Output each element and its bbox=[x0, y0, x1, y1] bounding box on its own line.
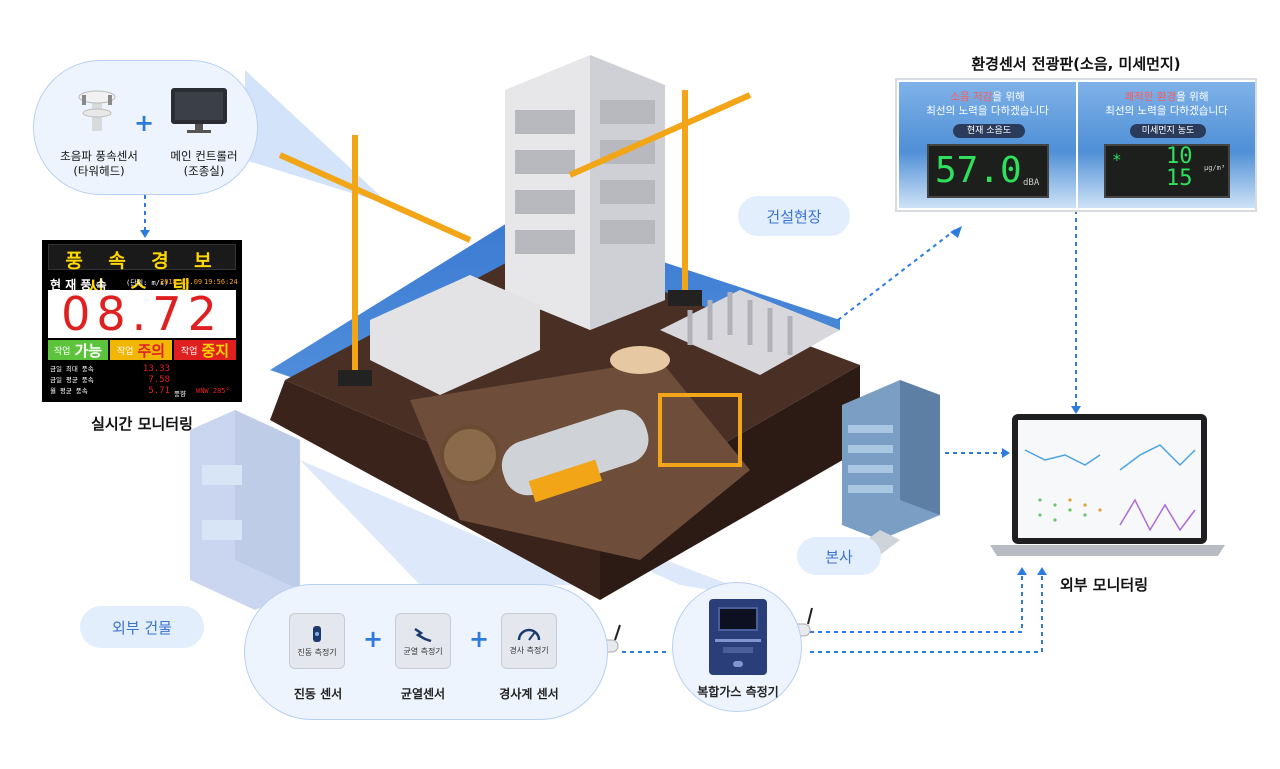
connector-lines bbox=[144, 195, 1077, 653]
crack-sensor-box: 균열 측정기 bbox=[395, 613, 451, 669]
hq-windows bbox=[848, 425, 893, 493]
sensors-bubble: 진동 측정기 + 균열 측정기 + 경사 측정기 진동 센서 균열센서 경사계 … bbox=[244, 584, 608, 720]
wind-speed-value: 08.72 bbox=[48, 290, 236, 338]
env-board: 소음 저감을 위해 최선의 노력을 다하겠습니다 현재 소음도 57.0 dBA… bbox=[895, 78, 1257, 212]
crack-sensor-caption: 균열센서 bbox=[400, 687, 446, 701]
slab-structure bbox=[370, 275, 540, 395]
monitor-icon bbox=[169, 86, 229, 136]
tilt-icon bbox=[517, 628, 541, 641]
vibration-sensor-box: 진동 측정기 bbox=[289, 613, 345, 669]
connector-arrowheads bbox=[140, 226, 1081, 575]
dust-panel: 쾌적한 환경을 위해 최선의 노력을 다하겠습니다 미세먼지 농도 * 10 1… bbox=[1078, 82, 1255, 208]
noise-line2: 최선의 노력을 다하겠습니다 bbox=[926, 105, 1049, 117]
plus-icon: + bbox=[469, 625, 490, 653]
dust-unit: μg/m³ bbox=[1204, 164, 1226, 172]
sensor-controller-bubble: + 초음파 풍속센서 (타워헤드) 메인 컨트롤러 (조종실) bbox=[33, 60, 258, 195]
dust-line1: 쾌적한 환경을 위해 bbox=[1124, 91, 1209, 103]
tilt-sensor-caption: 경사계 센서 bbox=[499, 687, 559, 701]
dust-led-display: * 10 15 μg/m³ bbox=[1104, 144, 1230, 198]
gas-meter-device bbox=[709, 599, 767, 675]
crane-right bbox=[568, 90, 752, 300]
gas-meter-caption: 복합가스 측정기 bbox=[697, 685, 779, 699]
tunnel-tube bbox=[501, 409, 649, 496]
noise-chip: 현재 소음도 bbox=[953, 124, 1025, 138]
headquarters-label: 본사 bbox=[797, 537, 881, 575]
crack-icon bbox=[414, 627, 432, 642]
wind-alarm-board: 풍 속 경 보 시 스 템 현 재 풍 속 (단위: m/s) 2018.03.… bbox=[42, 240, 242, 402]
dust-line2: 최선의 노력을 다하겠습니다 bbox=[1105, 105, 1228, 117]
tunnel-train bbox=[528, 459, 602, 503]
noise-unit: dBA bbox=[1023, 178, 1040, 188]
crane-left-base bbox=[338, 370, 372, 386]
noise-led-display: 57.0 dBA bbox=[927, 144, 1049, 198]
ground-wall-left bbox=[270, 380, 600, 600]
noise-panel: 소음 저감을 위해 최선의 노력을 다하겠습니다 현재 소음도 57.0 dBA bbox=[899, 82, 1076, 208]
tilt-sensor-box: 경사 측정기 bbox=[501, 613, 557, 669]
direction-value: WNW 285° bbox=[196, 387, 230, 395]
board-date: 2018.03.09 bbox=[160, 278, 203, 286]
building-windows bbox=[515, 100, 655, 254]
gas-meter-bubble: 복합가스 측정기 bbox=[672, 582, 802, 712]
realtime-monitoring-caption: 실시간 모니터링 bbox=[91, 415, 193, 433]
sand-pile bbox=[610, 346, 670, 374]
vibration-sensor-caption: 진동 센서 bbox=[293, 687, 343, 701]
plus-icon: + bbox=[134, 109, 155, 137]
board-time: 19:56:24 bbox=[204, 278, 238, 286]
laptop-illustration bbox=[990, 414, 1225, 556]
ultrasonic-sensor-label: 초음파 풍속센서 (타워헤드) bbox=[60, 149, 138, 178]
env-board-title: 환경센서 전광판(소음, 미세먼지) bbox=[971, 55, 1181, 73]
external-monitoring-caption: 외부 모니터링 bbox=[1059, 576, 1149, 594]
tunnel-boring-machine bbox=[440, 425, 500, 485]
dust-value-top: 10 bbox=[1166, 144, 1193, 169]
noise-value: 57.0 bbox=[935, 150, 1022, 191]
dust-chip: 미세먼지 농도 bbox=[1130, 124, 1206, 138]
direction-label: 풍향 bbox=[174, 390, 186, 398]
crane-right-base bbox=[668, 290, 702, 306]
piles bbox=[687, 292, 793, 355]
asterisk-icon: * bbox=[1112, 150, 1122, 169]
noise-line1: 소음 저감을 위해 bbox=[950, 91, 1025, 103]
vibration-icon bbox=[313, 625, 321, 642]
main-controller-label: 메인 컨트롤러 (조종실) bbox=[170, 149, 238, 178]
ultrasonic-wind-sensor-icon bbox=[72, 83, 122, 133]
gantry-crane bbox=[658, 393, 742, 467]
projection-cone-crane bbox=[245, 70, 390, 205]
dust-value-bottom: 15 bbox=[1166, 166, 1193, 191]
current-wind-label: 현 재 풍 속 bbox=[50, 278, 107, 292]
external-building-label: 외부 건물 bbox=[80, 606, 204, 648]
external-building bbox=[190, 410, 300, 610]
plus-icon: + bbox=[363, 625, 384, 653]
construction-site-label: 건설현장 bbox=[738, 196, 850, 236]
crane-left bbox=[278, 135, 472, 385]
unit-label: (단위: m/s) bbox=[126, 279, 169, 287]
